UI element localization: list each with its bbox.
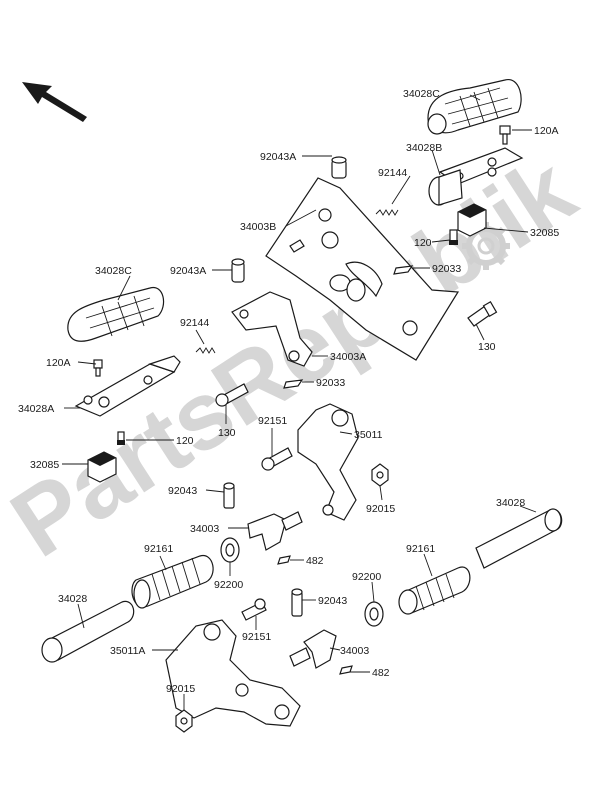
rubber-block-32085-left <box>87 451 117 483</box>
part-labels: 34028C 120A 92043A 34028B 92144 34003B 1… <box>18 88 559 695</box>
bolt-92151-low <box>241 598 267 621</box>
label-92144-top: 92144 <box>378 167 407 179</box>
pin-92043-low <box>291 588 303 617</box>
label-34028C-left: 34028C <box>95 265 132 277</box>
footpeg-bracket-left <box>74 355 181 417</box>
label-130-right: 130 <box>478 341 496 353</box>
clip-92033-top <box>393 265 414 275</box>
footpeg-holder-34003A <box>231 291 313 367</box>
label-35011: 35011 <box>354 429 383 441</box>
leader-lines <box>62 94 537 710</box>
spring-92144-mid <box>195 347 216 354</box>
footpeg-pivot-right-top <box>428 169 463 206</box>
pin-92043A-mid <box>231 258 245 283</box>
label-92151-top: 92151 <box>258 415 287 427</box>
cotter-482-mid <box>277 555 291 565</box>
label-32085-top: 32085 <box>530 227 559 239</box>
footpeg-holder-34003-low <box>289 629 337 669</box>
label-92043A-top: 92043A <box>260 151 296 163</box>
bolt-120A-top <box>499 125 511 145</box>
label-34003-mid: 34003 <box>190 523 219 535</box>
footpeg-rubber-right-top <box>427 79 522 135</box>
clip-92033-mid <box>283 379 304 389</box>
label-34003A: 34003A <box>330 351 366 363</box>
bracket-35011 <box>297 403 359 521</box>
label-34028C-top: 34028C <box>403 88 440 100</box>
label-92151-low: 92151 <box>242 631 271 643</box>
label-120-left: 120 <box>176 435 194 447</box>
label-92043-low: 92043 <box>318 595 347 607</box>
bolt-120A-left <box>93 359 103 377</box>
bolt-92151-top <box>261 447 293 471</box>
footpeg-holder-34003-mid <box>247 511 303 551</box>
front-arrow-icon <box>22 82 87 122</box>
label-92200-left: 92200 <box>214 579 243 591</box>
label-92033-top: 92033 <box>432 263 461 275</box>
label-92161-left: 92161 <box>144 543 173 555</box>
footpeg-rubber-left <box>67 287 165 342</box>
bolt-120-top <box>449 229 458 245</box>
label-92015-low: 92015 <box>166 683 195 695</box>
cotter-482-low <box>339 665 353 675</box>
label-130-mid: 130 <box>218 427 236 439</box>
label-92033-mid: 92033 <box>316 377 345 389</box>
footpeg-34028-left <box>41 600 135 663</box>
label-120-top: 120 <box>414 237 432 249</box>
bolt-120-left <box>117 431 125 445</box>
label-92144-mid: 92144 <box>180 317 209 329</box>
main-plate-34003B <box>265 177 460 361</box>
label-120A-top: 120A <box>534 125 559 137</box>
pin-92043A-top <box>331 156 347 179</box>
bolt-130-mid <box>215 383 249 407</box>
label-92043A-mid: 92043A <box>170 265 206 277</box>
label-32085-left: 32085 <box>30 459 59 471</box>
label-34003-low: 34003 <box>340 645 369 657</box>
label-34028A: 34028A <box>18 403 54 415</box>
bolt-130-right <box>467 300 498 327</box>
label-92015-right: 92015 <box>366 503 395 515</box>
label-34028B: 34028B <box>406 142 442 154</box>
label-120A-left: 120A <box>46 357 71 369</box>
label-34003B: 34003B <box>240 221 276 233</box>
label-482-low: 482 <box>372 667 390 679</box>
footpeg-34028-right <box>475 508 563 569</box>
label-92043-mid: 92043 <box>168 485 197 497</box>
grip-92161-right <box>398 566 471 615</box>
washer-92200-right <box>364 601 384 627</box>
label-482-mid: 482 <box>306 555 324 567</box>
spring-92144-top <box>375 209 399 216</box>
pin-92043-mid <box>223 482 235 509</box>
grip-92161-left <box>131 555 214 609</box>
label-34028-left: 34028 <box>58 593 87 605</box>
label-92200-right: 92200 <box>352 571 381 583</box>
washer-92200-left <box>220 537 240 563</box>
label-35011A: 35011A <box>110 645 145 657</box>
label-92161-right: 92161 <box>406 543 435 555</box>
nut-92015-right <box>371 463 389 487</box>
label-34028-right: 34028 <box>496 497 525 509</box>
bracket-35011A <box>165 619 301 727</box>
